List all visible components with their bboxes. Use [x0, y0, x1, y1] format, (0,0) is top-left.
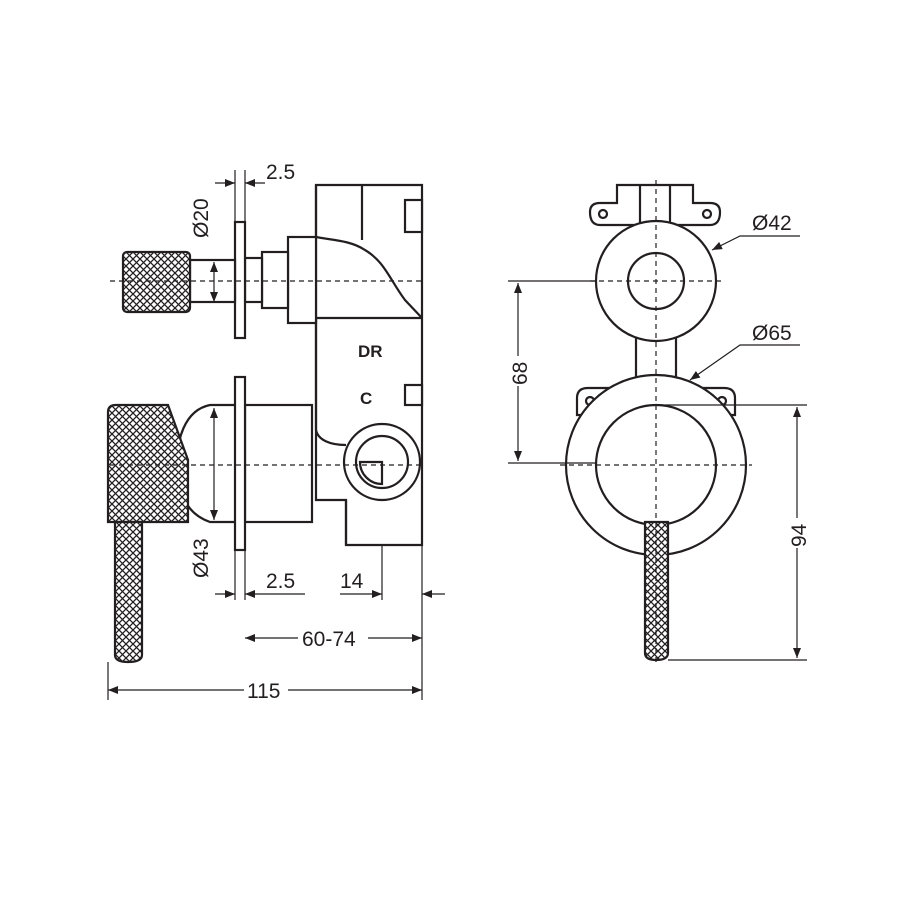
cartridge-housing — [243, 403, 314, 524]
side-view: DR C 2.5 Ø20 Ø43 2.5 14 60-74 115 — [106, 161, 445, 703]
top-bracket — [588, 183, 722, 227]
dim-dia-43: Ø43 — [190, 538, 213, 578]
flange-bottom — [233, 375, 247, 552]
dim-94: 94 — [788, 523, 811, 547]
dim-2-5-top: 2.5 — [266, 161, 295, 184]
dim-14: 14 — [340, 570, 364, 593]
front-view: Ø42 Ø65 68 94 — [506, 180, 811, 665]
knurled-knob — [121, 250, 192, 314]
dim-dia-65: Ø65 — [752, 322, 792, 345]
body-connector — [286, 235, 318, 325]
dim-115: 115 — [247, 680, 280, 703]
dim-dia-20: Ø20 — [190, 198, 213, 238]
flange-top — [233, 220, 247, 340]
dim-dia-42: Ø42 — [752, 212, 792, 235]
knurled-handle — [106, 403, 190, 524]
label-c: C — [360, 389, 372, 408]
dim-60-74: 60-74 — [302, 628, 356, 651]
nut — [260, 250, 290, 310]
dim-2-5-bottom: 2.5 — [266, 570, 295, 593]
lever — [113, 520, 144, 664]
dim-68: 68 — [509, 362, 532, 385]
label-dr: DR — [358, 342, 383, 361]
